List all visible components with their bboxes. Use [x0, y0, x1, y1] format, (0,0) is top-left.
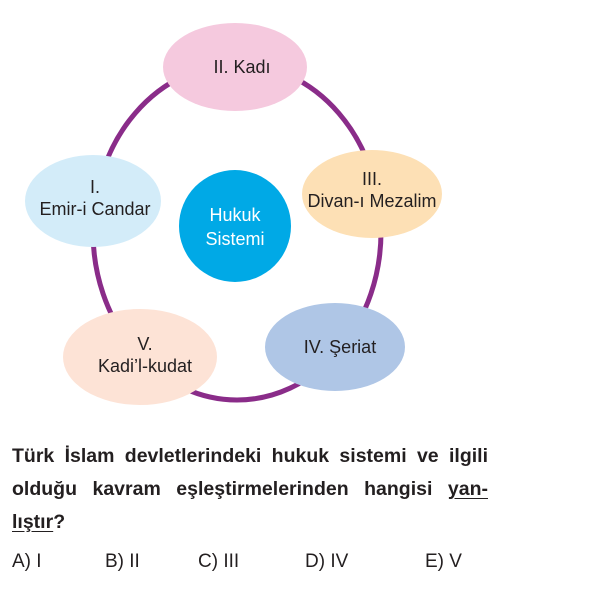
node-ellipse-1	[25, 155, 161, 247]
node-2: II. Kadı	[213, 56, 270, 78]
option-e[interactable]: E) V	[425, 551, 462, 572]
node-3: III. Divan-ı Mezalim	[307, 168, 436, 212]
center-label-line1: Hukuk	[209, 205, 261, 225]
question-text: Türk İslam devletlerindeki hukuk sistemi…	[12, 440, 488, 539]
node-4-label: Şeriat	[329, 337, 377, 357]
option-d[interactable]: D) IV	[305, 551, 349, 572]
node-5: V. Kadi’l-kudat	[98, 333, 192, 377]
node-ellipse-4	[265, 303, 405, 391]
center-label-line2: Sistemi	[205, 229, 265, 249]
hukuk-sistemi-diagram	[25, 23, 442, 405]
question-body: Türk İslam devletlerindeki hukuk sistemi…	[12, 445, 488, 500]
node-4-numeral: IV.	[303, 337, 325, 357]
option-b[interactable]: B) II	[105, 551, 140, 572]
node-1-numeral: I.	[89, 177, 100, 197]
center-label: Hukuk Sistemi	[205, 203, 264, 251]
node-5-label: Kadi’l-kudat	[97, 356, 193, 376]
option-c[interactable]: C) III	[198, 551, 240, 572]
node-2-numeral: II.	[213, 57, 229, 77]
node-2-label: Kadı	[233, 57, 271, 77]
question-emphasis: yan-lıştır	[12, 478, 488, 533]
question-end: ?	[53, 511, 66, 533]
node-1: I. Emir-i Candar	[39, 176, 150, 220]
node-1-label: Emir-i Candar	[39, 199, 151, 219]
node-ellipse-2	[163, 23, 307, 111]
node-5-numeral: V.	[137, 334, 153, 354]
node-ellipse-5	[63, 309, 217, 405]
node-3-label: Divan-ı Mezalim	[307, 191, 437, 211]
option-a[interactable]: A) I	[12, 551, 42, 572]
node-3-numeral: III.	[361, 169, 382, 189]
node-ellipse-3	[302, 150, 442, 238]
node-4: IV. Şeriat	[304, 336, 376, 358]
center-circle	[179, 170, 291, 282]
